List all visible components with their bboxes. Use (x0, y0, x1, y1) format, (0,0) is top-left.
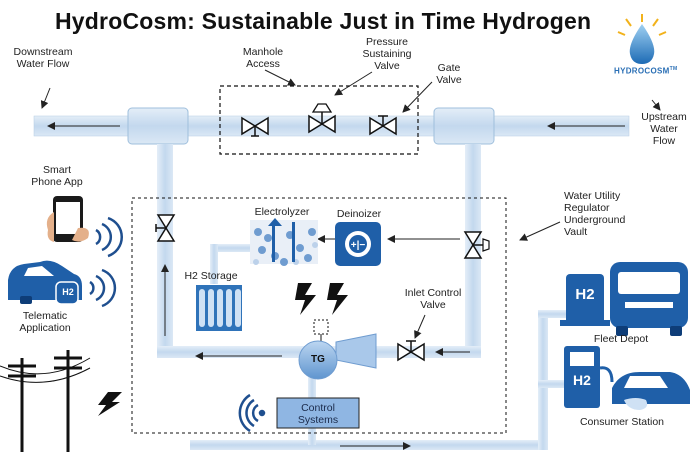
h2-storage-icon (196, 285, 242, 331)
pipe-left-down (157, 144, 173, 354)
label-line: Water Flow (16, 58, 70, 70)
junction-right (433, 107, 495, 145)
label-line: Inlet Control (404, 287, 462, 299)
valve-icon (155, 214, 176, 242)
gate-valve-label: Gate Valve (424, 62, 474, 86)
lightning-icon (295, 283, 348, 315)
consumer-station-label: Consumer Station (579, 416, 665, 428)
inlet-valve-label: Inlet Control Valve (398, 287, 468, 311)
manhole-label: Manhole Access (232, 46, 294, 70)
brand-trademark: TM (669, 66, 678, 72)
h2-car-label: H2 (62, 287, 74, 297)
valve-icon (463, 231, 490, 259)
control-systems-label: Control Systems (277, 402, 359, 426)
fuel-pump-icon (564, 346, 614, 408)
car-icon (612, 372, 690, 410)
label-line: Access (246, 58, 280, 70)
label-line: Flow (652, 135, 676, 147)
electrolyzer-icon (250, 218, 318, 266)
fleet-depot-label: Fleet Depot (593, 333, 649, 345)
page-title: HydroCosm: Sustainable Just in Time Hydr… (55, 8, 592, 34)
deionizer-label: Deinoizer (336, 208, 382, 220)
label-line: Water Utility (564, 190, 621, 202)
label-line: Phone App (31, 176, 83, 188)
control-systems-box (276, 397, 360, 429)
deionizer-icon: +|− (335, 222, 381, 266)
electrolyzer-label: Electrolyzer (254, 206, 310, 218)
pressure-valve-label: Pressure Sustaining Valve (352, 36, 422, 72)
valve-icon (369, 115, 397, 136)
junction-left (127, 107, 189, 145)
label-line: Sustaining (362, 48, 412, 60)
label-line: Telematic (22, 310, 68, 322)
pipe-to-station (538, 380, 568, 388)
wireless-signal-icon (238, 393, 266, 433)
label-line: Pressure (365, 36, 408, 48)
label-line: Water (650, 123, 678, 135)
sensor-box (313, 319, 329, 335)
bus-icon (560, 262, 688, 336)
label-line: Valve (420, 299, 446, 311)
valve-icon (241, 116, 269, 137)
label-line: Downstream (13, 46, 73, 58)
label-line: Gate (437, 62, 461, 74)
vault-box (131, 197, 507, 434)
h2-storage-label: H2 Storage (184, 270, 238, 282)
power-pole-icon (8, 350, 82, 452)
telematic-label: Telematic Application (10, 310, 80, 334)
label-line: Vault (564, 226, 588, 238)
label-line: Manhole (242, 46, 284, 58)
wireless-signal-icon (95, 216, 123, 258)
h2-bus-label: H2 (575, 286, 595, 303)
label-line: Regulator (564, 202, 610, 214)
label-line: Smart (42, 164, 71, 176)
vault-label: Water Utility Regulator Underground Vaul… (564, 190, 654, 238)
pipe-h2-down (210, 244, 218, 284)
smartphone-icon (46, 196, 89, 242)
valve-icon (397, 340, 425, 362)
manhole-box (219, 85, 419, 155)
label-line: Underground (564, 214, 626, 226)
turbine-generator-icon (298, 333, 377, 380)
sun-rays-icon (617, 14, 667, 36)
label-line: Valve (436, 74, 462, 86)
smartphone-label: Smart Phone App (22, 164, 92, 188)
car-icon (8, 260, 82, 305)
label-line: Control (301, 402, 335, 414)
tg-label: TG (311, 354, 325, 365)
h2-station-label: H2 (573, 372, 591, 388)
label-line: Upstream (641, 111, 687, 123)
upstream-label: Upstream Water Flow (636, 111, 692, 147)
pipe-external (190, 440, 542, 450)
water-drop-icon (629, 24, 655, 64)
label-line: Valve (374, 60, 400, 72)
pipe-to-bus (538, 310, 568, 318)
svg-text:+|−: +|− (351, 240, 366, 251)
brand-name: HYDROCOSM (614, 66, 670, 76)
label-line: Application (19, 322, 71, 334)
valve-icon (308, 103, 336, 134)
wireless-signal-icon (89, 268, 117, 308)
lightning-icon (98, 392, 122, 416)
brand-logo: HYDROCOSMTM (614, 66, 677, 76)
downstream-label: Downstream Water Flow (8, 46, 78, 70)
pipe-h2-top (212, 244, 252, 252)
label-line: Systems (297, 414, 339, 426)
